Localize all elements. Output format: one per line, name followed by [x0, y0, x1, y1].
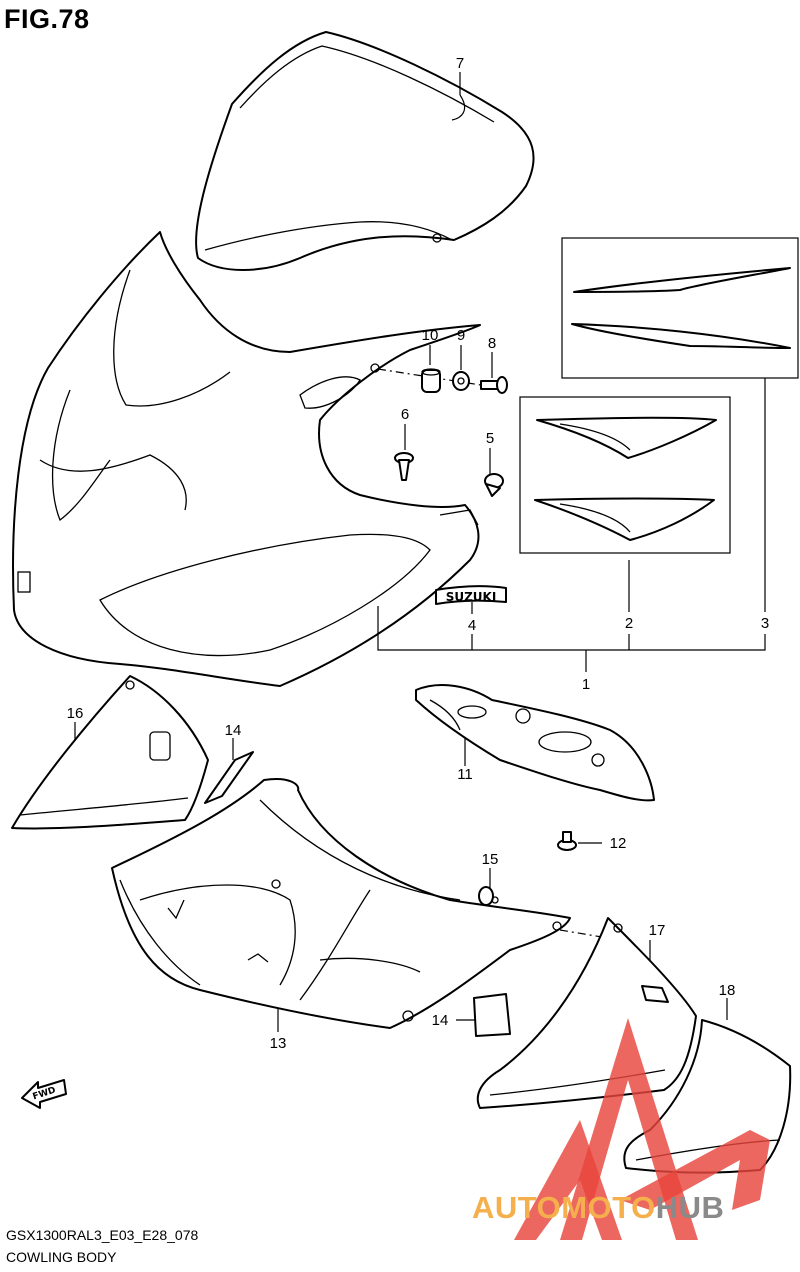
washer-part	[452, 371, 470, 391]
automotohub-logo-text: AUTOMOTOHUB	[472, 1190, 724, 1226]
bolt-5-part	[484, 473, 504, 497]
fwd-direction-arrow: FWD	[21, 1079, 67, 1109]
callout-3: 3	[761, 615, 769, 632]
under-cowling-part	[111, 778, 571, 1029]
model-code: GSX1300RAL3_E03_E28_078	[6, 1227, 199, 1243]
automotohub-logo-mark	[514, 1018, 770, 1240]
callout-12: 12	[610, 835, 627, 852]
strip-14-part	[204, 751, 254, 804]
callout-10: 10	[422, 327, 439, 344]
callout-8: 8	[488, 335, 496, 352]
suzuki-emblem-text: SUZUKI	[446, 590, 497, 604]
callout-17: 17	[649, 922, 666, 939]
callout-2: 2	[625, 615, 633, 632]
callout-11: 11	[457, 766, 473, 783]
suzuki-emblem-part: SUZUKI	[435, 585, 507, 605]
emblem-tape-box	[519, 396, 731, 554]
screw-6-part	[394, 452, 414, 481]
callout-13: 13	[270, 1035, 287, 1052]
collar-part	[421, 368, 441, 393]
callout-labels: 1 2 3 4 5 6 7 8 9 10 11 12 13 14 14 15 1…	[67, 55, 770, 1052]
callout-7: 7	[456, 55, 464, 72]
callout-9: 9	[457, 327, 465, 344]
leader-lines	[74, 72, 766, 1032]
callout-18: 18	[719, 982, 736, 999]
upper-cowling-part	[12, 231, 481, 687]
right-inner-cover-part	[476, 917, 697, 1109]
logo-text-part1: AUTOMOTO	[472, 1190, 656, 1225]
foam-pad-14-part	[473, 993, 511, 1037]
windscreen-part	[195, 31, 535, 271]
callout-15: 15	[482, 851, 499, 868]
tape-set-box	[561, 237, 799, 379]
panel-center-line	[559, 929, 621, 941]
air-duct-part	[415, 684, 655, 802]
figure-title: FIG.78	[4, 4, 90, 34]
callout-1: 1	[582, 676, 590, 693]
callout-6: 6	[401, 406, 409, 423]
callout-16: 16	[67, 705, 84, 722]
callout-14-pad: 14	[432, 1012, 449, 1029]
footer: GSX1300RAL3_E03_E28_078 COWLING BODY	[6, 1224, 198, 1268]
callout-14-strip: 14	[225, 722, 242, 739]
screw-8-part	[480, 376, 508, 394]
logo-text-part2: HUB	[655, 1190, 725, 1225]
section-name: COWLING BODY	[6, 1249, 117, 1265]
clip-15-part	[478, 886, 499, 906]
left-inner-cover-part	[11, 675, 209, 830]
callout-5: 5	[486, 430, 494, 447]
callout-4: 4	[468, 617, 476, 634]
screw-12-part	[557, 831, 577, 851]
